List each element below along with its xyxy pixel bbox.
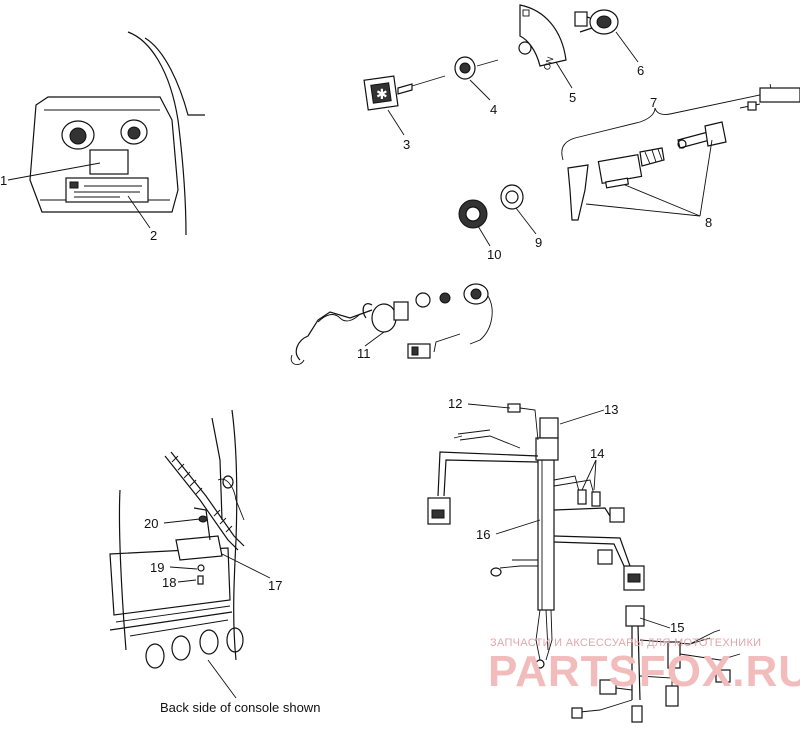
washer-9 xyxy=(500,184,524,210)
leader-4 xyxy=(469,79,491,101)
bracket-7 xyxy=(561,83,772,161)
label-5: 5 xyxy=(569,90,576,105)
label-1: 1 xyxy=(0,173,7,188)
tether-switch xyxy=(290,283,493,366)
label-8: 8 xyxy=(705,215,712,230)
on-off-decal: ON xyxy=(518,4,567,72)
label-11: 11 xyxy=(357,346,371,361)
leader-1 xyxy=(7,162,101,181)
watermark-line1: ЗАПЧАСТИ И АКСЕССУАРЫ ДЛЯ МОТОТЕХНИКИ xyxy=(490,637,761,649)
grommet-10 xyxy=(458,199,488,229)
ignition-switch xyxy=(574,9,619,35)
leader-20 xyxy=(163,518,201,524)
leader-9 xyxy=(515,207,537,235)
main-wiring-harness xyxy=(427,403,645,669)
label-15: 15 xyxy=(670,620,684,635)
label-4: 4 xyxy=(490,102,497,117)
watermark: ЗАПЧАСТИ И АКСЕССУАРЫ ДЛЯ МОТОТЕХНИКИ PA… xyxy=(488,637,800,696)
label-9: 9 xyxy=(535,235,542,250)
caption: Back side of console shown xyxy=(160,700,320,715)
leader-19 xyxy=(169,566,198,570)
label-2: 2 xyxy=(150,228,157,243)
leader-14a xyxy=(581,459,597,491)
throttle-cable-end xyxy=(739,87,800,111)
label-16: 16 xyxy=(476,527,490,542)
leader-17 xyxy=(221,553,271,579)
label-7: 7 xyxy=(650,95,657,110)
console-back-view xyxy=(109,409,245,669)
ignition-key: ✱ xyxy=(363,75,446,111)
label-10: 10 xyxy=(487,247,501,262)
label-18: 18 xyxy=(162,575,176,590)
leader-13 xyxy=(559,409,605,425)
leader-16 xyxy=(495,519,541,535)
leader-18 xyxy=(177,579,197,583)
leader-15 xyxy=(639,617,671,629)
leader-14b xyxy=(593,459,597,491)
leader-10 xyxy=(477,225,491,247)
leader-8c xyxy=(699,139,713,217)
label-12: 12 xyxy=(448,396,462,411)
leader-5 xyxy=(555,61,573,89)
sub-harness-15 xyxy=(571,605,741,723)
label-19: 19 xyxy=(150,560,164,575)
throttle-plunger xyxy=(677,121,727,149)
console-assembly xyxy=(29,31,205,236)
svg-text:✱: ✱ xyxy=(376,87,388,103)
leader-6 xyxy=(615,31,639,63)
label-13: 13 xyxy=(604,402,618,417)
leader-8b xyxy=(624,184,701,217)
leader-caption xyxy=(207,659,237,699)
leader-8a xyxy=(585,203,701,217)
leader-12 xyxy=(467,403,511,409)
label-14: 14 xyxy=(590,446,604,461)
decal-on-text: ON xyxy=(542,55,556,71)
label-6: 6 xyxy=(637,63,644,78)
switch-nut xyxy=(454,56,499,80)
label-17: 17 xyxy=(268,578,282,593)
watermark-line2: PARTSFOX.RU xyxy=(488,647,800,696)
label-3: 3 xyxy=(403,137,410,152)
leader-2 xyxy=(127,195,151,229)
leader-3 xyxy=(387,109,405,136)
label-20: 20 xyxy=(144,516,158,531)
leader-11 xyxy=(364,331,385,347)
throttle-switch xyxy=(567,147,665,221)
